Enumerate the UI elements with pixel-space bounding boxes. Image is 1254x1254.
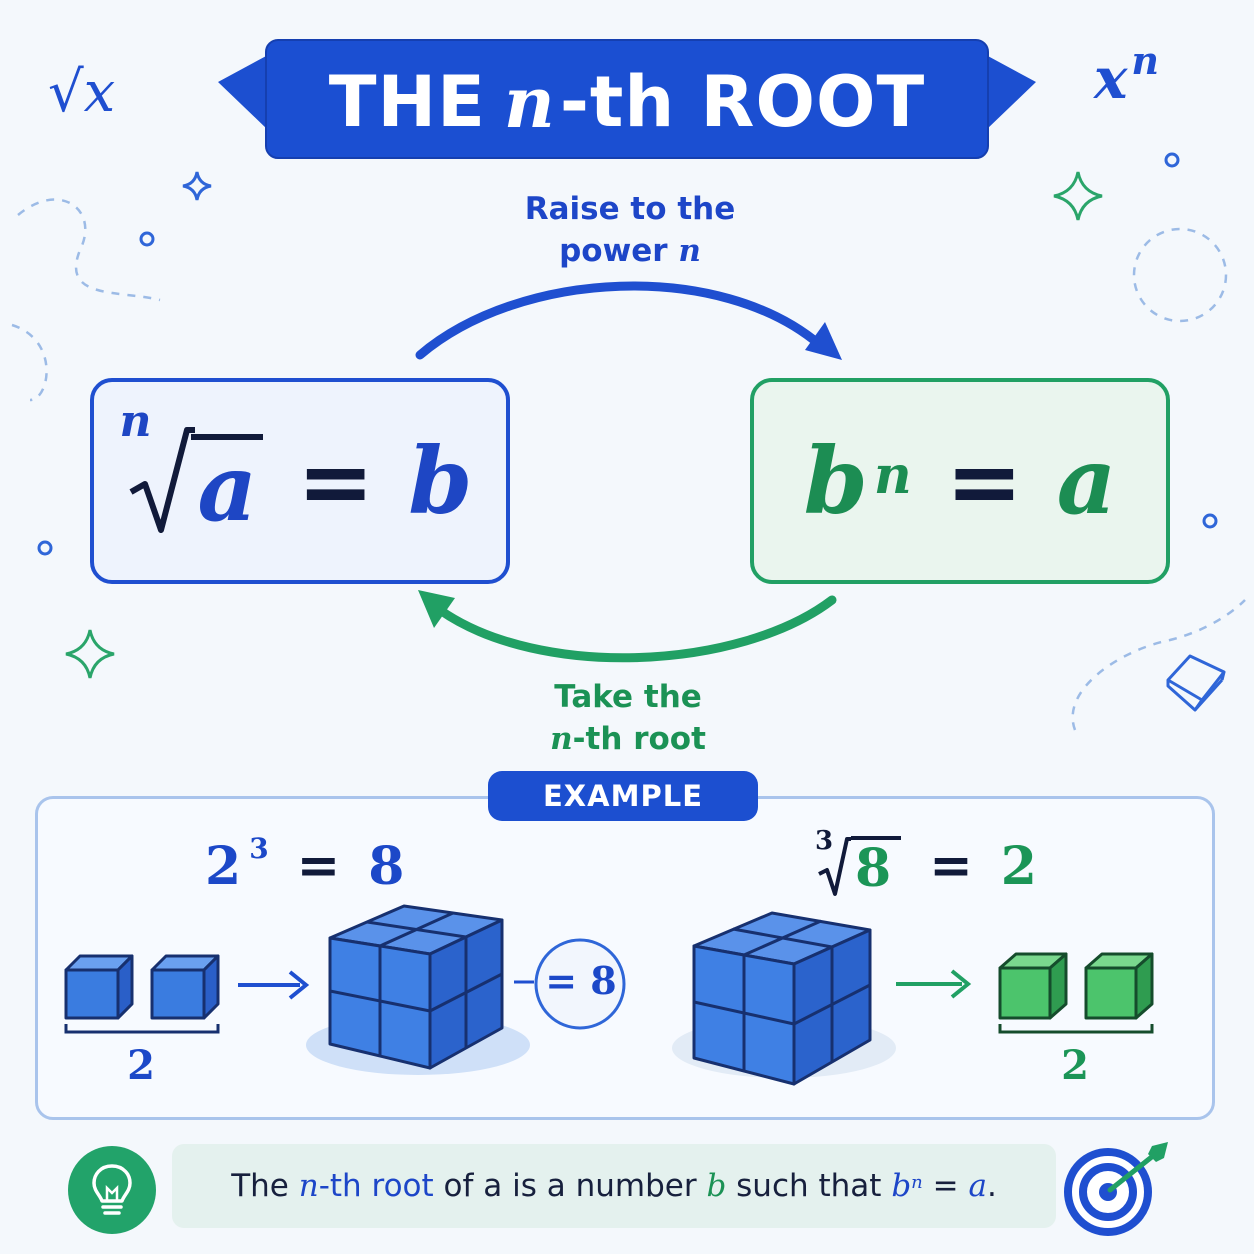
- sparkle-icon: [65, 629, 115, 679]
- cube-total-label: = 8: [545, 958, 617, 1003]
- small-blue-cube: [150, 954, 220, 1020]
- radical-expression: n a: [119, 396, 264, 536]
- left-count-label: 2: [127, 1042, 155, 1089]
- small-green-cube: [998, 952, 1068, 1020]
- take-root-label: Take the n-th root: [550, 679, 706, 757]
- blue-arrowhead: [288, 970, 310, 1000]
- cube-outline-icon: [1166, 654, 1226, 712]
- green-arrowhead: [950, 969, 972, 999]
- lightbulb-icon: [68, 1146, 156, 1234]
- bracket: [64, 1024, 220, 1034]
- raise-power-label: Raise to the power n: [524, 191, 736, 269]
- take-root-arrow: [435, 595, 837, 663]
- sqrt-x-decoration: √x: [48, 60, 116, 125]
- example-badge: EXAMPLE: [488, 771, 758, 821]
- small-green-cube: [1084, 952, 1154, 1020]
- radical-sign: [818, 837, 851, 896]
- circle-decorations: [37, 152, 1218, 556]
- small-blue-cube: [64, 954, 134, 1020]
- example-root-formula: 3 8 = 2: [815, 826, 1037, 899]
- definition-bar: [172, 1144, 1056, 1228]
- bracket: [998, 1024, 1154, 1034]
- right-count-label: 2: [1061, 1042, 1089, 1089]
- large-blue-cube: [328, 904, 504, 1070]
- dashed-swirl-decoration: [11, 198, 1246, 731]
- root-formula-box: n a = b: [90, 378, 510, 584]
- target-icon: [1064, 1142, 1168, 1236]
- raise-power-arrowhead: [805, 322, 842, 360]
- sparkle-icon: [182, 171, 212, 201]
- radical-sign: [129, 427, 196, 533]
- raise-power-arrow: [415, 281, 825, 360]
- sparkle-icon: [1053, 171, 1103, 221]
- title-banner: [218, 39, 1036, 159]
- definition-text: The n-th root of a is a number b such th…: [231, 1168, 997, 1204]
- large-blue-cube: [692, 911, 872, 1086]
- total-callout: [534, 938, 626, 1030]
- take-root-arrowhead: [418, 590, 455, 628]
